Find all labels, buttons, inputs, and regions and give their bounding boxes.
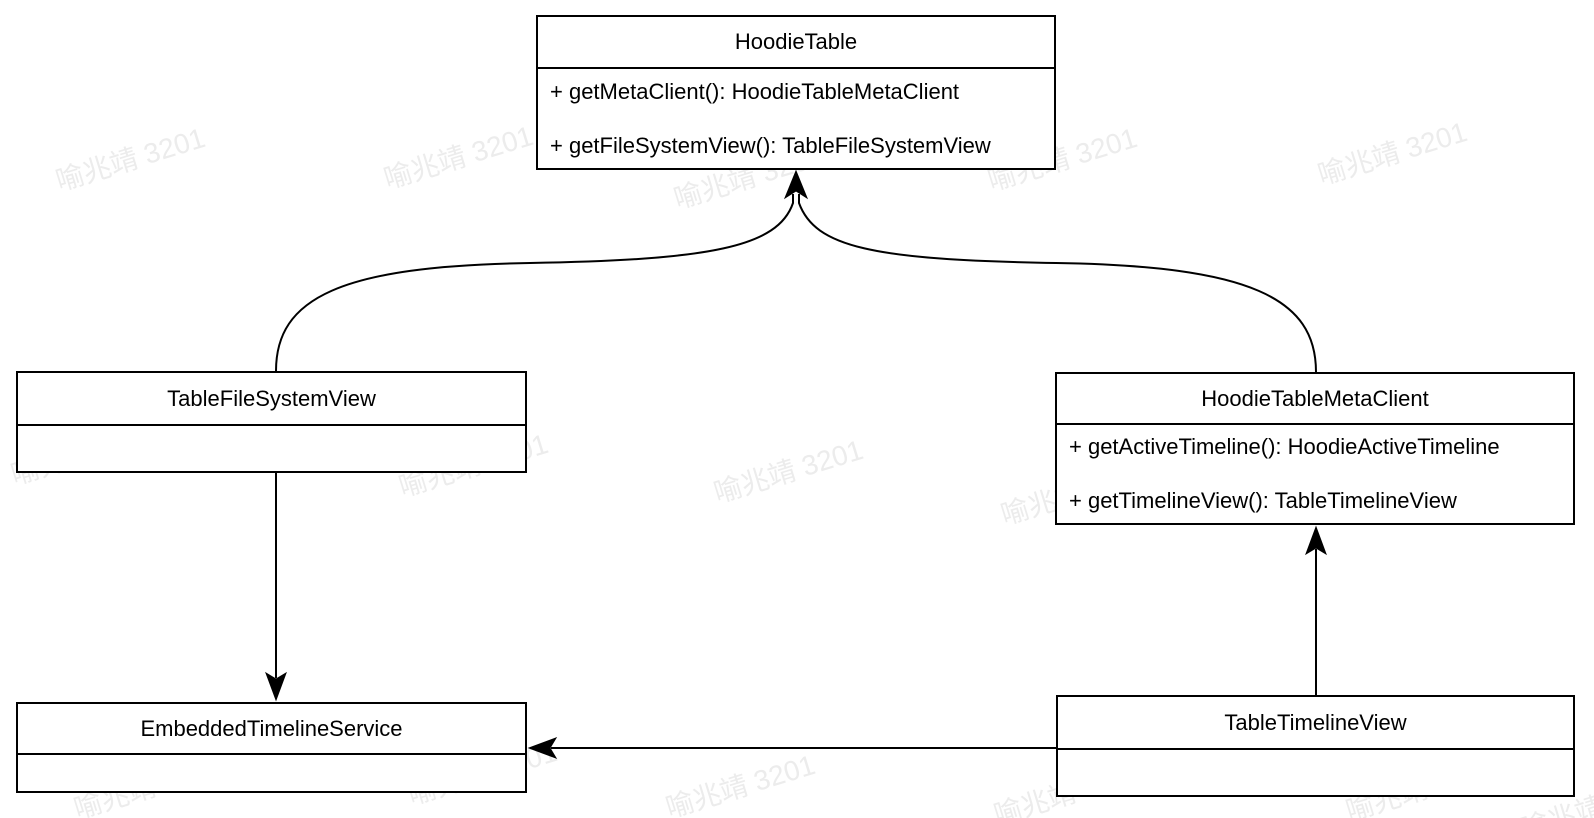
class-title-tablefilesystemview: TableFileSystemView	[18, 373, 525, 426]
class-methods-hoodietable: + getMetaClient(): HoodieTableMetaClient…	[538, 69, 1054, 168]
edge-tablefilesystemview-to-hoodietable	[275, 194, 794, 372]
arrowhead-left-embeddedtimelineservice	[527, 737, 558, 759]
watermark-text: 喻兆靖 3201	[380, 120, 537, 195]
watermark-text: 喻兆靖 3201	[662, 749, 819, 818]
class-title-hoodietable: HoodieTable	[538, 17, 1054, 69]
method-gettimelineview: + getTimelineView(): TableTimelineView	[1069, 488, 1457, 513]
arrowhead-up-hoodietable	[783, 169, 809, 200]
class-empty-compartment	[18, 426, 525, 471]
arrowhead-down-embeddedtimelineservice	[265, 671, 287, 702]
edge-hoodietablemetaclient-to-hoodietable	[798, 194, 1317, 373]
class-title-embeddedtimelineservice: EmbeddedTimelineService	[18, 704, 525, 755]
class-empty-compartment	[1058, 750, 1573, 795]
class-tabletimelineview: TableTimelineView	[1056, 695, 1575, 797]
class-methods-hoodietablemetaclient: + getActiveTimeline(): HoodieActiveTimel…	[1057, 425, 1573, 523]
method-getmetaclient: + getMetaClient(): HoodieTableMetaClient	[550, 78, 960, 104]
method-getfilesystemview: + getFileSystemView(): TableFileSystemVi…	[550, 132, 991, 158]
class-tablefilesystemview: TableFileSystemView	[16, 371, 527, 473]
watermark-text: 喻兆靖 3201	[710, 434, 867, 509]
class-hoodietable: HoodieTable + getMetaClient(): HoodieTab…	[536, 15, 1056, 170]
watermark-text: 喻兆靖 3201	[52, 122, 209, 197]
class-title-tabletimelineview: TableTimelineView	[1058, 697, 1573, 750]
class-hoodietablemetaclient: HoodieTableMetaClient + getActiveTimelin…	[1055, 372, 1575, 525]
class-title-hoodietablemetaclient: HoodieTableMetaClient	[1057, 374, 1573, 425]
method-getactivetimeline: + getActiveTimeline(): HoodieActiveTimel…	[1069, 434, 1500, 459]
arrowhead-up-hoodietablemetaclient	[1305, 525, 1327, 556]
class-empty-compartment	[18, 755, 525, 791]
watermark-text: 喻兆靖 3201	[1314, 116, 1471, 191]
class-embeddedtimelineservice: EmbeddedTimelineService	[16, 702, 527, 793]
